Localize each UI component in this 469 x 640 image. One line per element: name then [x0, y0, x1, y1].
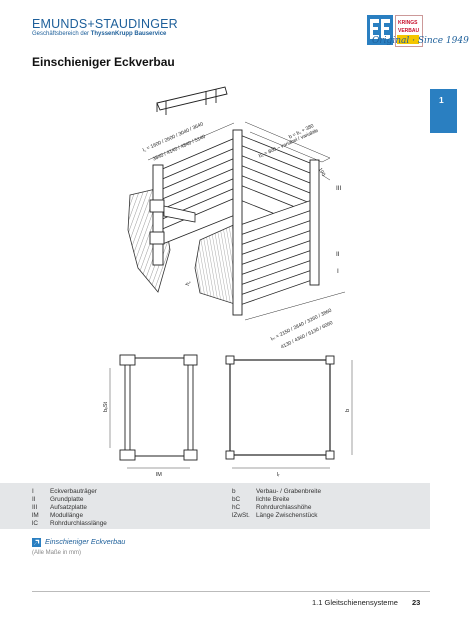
emunds-staudinger-logo — [367, 15, 393, 45]
page-number: 23 — [412, 598, 421, 607]
brand-subline: Geschäftsbereich der ThyssenKrupp Bauser… — [32, 31, 167, 37]
spreader-beam — [156, 86, 228, 115]
plan-view — [119, 354, 335, 461]
legend-sym: lM — [32, 512, 39, 519]
plan-label-lm: lM — [156, 472, 162, 478]
plan-label-lr: lᵣ — [277, 472, 280, 478]
legend-box: I Eckverbauträger II Grundplatte III Auf… — [0, 483, 430, 529]
page-title: Einschieniger Eckverbau — [32, 55, 175, 69]
legend-sym: lZwSt. — [232, 512, 250, 519]
figure-arrow-icon — [32, 538, 41, 547]
legend-text: Rohrdurchlasslänge — [50, 520, 107, 527]
chapter-tab[interactable]: 1 — [430, 89, 457, 133]
legend-sym: III — [32, 504, 38, 511]
label-III: III — [336, 185, 342, 192]
legend-text: lichte Breite — [256, 496, 290, 503]
front-wall — [239, 199, 313, 306]
legend-text: Länge Zwischenstück — [256, 512, 318, 519]
legend-sym: b — [232, 488, 236, 495]
figure-caption: Einschieniger Eckverbau — [45, 537, 126, 546]
plan-label-bvst: bᵥSt — [103, 401, 109, 412]
legend-text: Aufsatzplatte — [50, 504, 87, 511]
legend-sym: II — [32, 496, 36, 503]
legend-text: Modullänge — [50, 512, 84, 519]
legend-sym: I — [32, 488, 34, 495]
legend-sym: hC — [232, 504, 241, 511]
plan-label-b: b — [345, 408, 351, 412]
original-since-badge: Original · Since 1949 — [372, 36, 469, 46]
label-I: I — [337, 268, 339, 275]
brand-name: EMUNDS+STAUDINGER — [32, 17, 178, 31]
legend-sym: lC — [32, 520, 39, 527]
technical-drawing — [109, 86, 353, 469]
footer-section: 1.1 Gleitschienensysteme — [312, 598, 398, 607]
units-note: (Alle Maße in mm) — [32, 550, 82, 556]
legend-text: Rohrdurchlasshöhe — [256, 504, 312, 511]
legend-text: Eckverbauträger — [50, 488, 97, 495]
legend-text: Verbau- / Grabenbreite — [256, 488, 322, 495]
corner-posts — [149, 129, 320, 316]
legend-text: Grundplatte — [50, 496, 84, 503]
soil-front — [194, 222, 242, 307]
label-II: II — [336, 251, 340, 258]
strut — [163, 205, 196, 223]
footer-divider — [32, 591, 430, 592]
legend-sym: bC — [232, 496, 241, 503]
krings-verbau-logo: KRINGS VERBAU — [395, 15, 423, 47]
